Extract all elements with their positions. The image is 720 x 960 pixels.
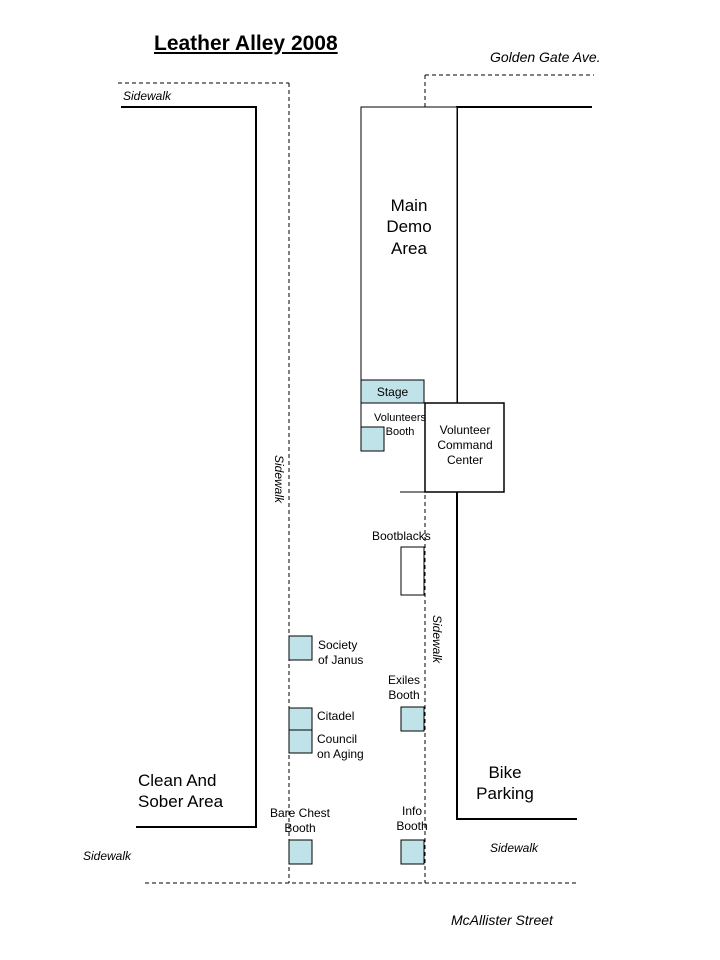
volunteer-command-center-label: Volunteer Command Center (437, 423, 493, 467)
mcallister-street-label: McAllister Street (451, 912, 553, 928)
society-of-janus-label: Society of Janus (318, 638, 364, 667)
sidewalk-label-bottom-left: Sidewalk (83, 849, 132, 863)
sidewalk-label-top-left: Sidewalk (123, 89, 172, 103)
sidewalk-label-bottom-right: Sidewalk (490, 841, 539, 855)
citadel-booth (288, 707, 313, 731)
info-booth (400, 839, 425, 865)
right-building-lower-line (456, 492, 577, 820)
council-on-aging-label: Council on Aging (317, 732, 364, 761)
bootblacks-label: Bootblacks (372, 529, 431, 543)
stage (360, 379, 425, 404)
society-of-janus-booth (288, 635, 313, 661)
solid-boundaries (121, 106, 592, 828)
clean-and-sober-area-label: Clean And Sober Area (138, 771, 224, 812)
left-building-line (121, 106, 257, 828)
volunteers-booth-label: Volunteers Booth (374, 412, 426, 438)
bike-parking-label: Bike Parking (476, 763, 534, 804)
volunteer-command-center (424, 402, 505, 493)
bootblacks-stand (400, 546, 425, 596)
stage-label: Stage (376, 385, 409, 399)
sidewalk-label-left-vertical: Sidewalk (272, 454, 286, 504)
info-booth-label: Info Booth (396, 804, 428, 833)
bare-chest-booth-label: Bare Chest Booth (269, 806, 331, 835)
golden-gate-ave-label: Golden Gate Ave. (490, 49, 601, 65)
sidewalk-label-right-vertical: Sidewalk (430, 614, 444, 664)
main-demo-area (360, 106, 458, 404)
exiles-booth (400, 706, 425, 732)
bare-chest-booth (288, 839, 313, 865)
volunteers-booth (360, 426, 385, 452)
map-title: Leather Alley 2008 (154, 32, 338, 55)
main-demo-area-label: Main Demo Area (386, 196, 432, 258)
council-on-aging-booth (288, 729, 313, 754)
citadel-label: Citadel (317, 709, 355, 723)
right-building-line (456, 106, 592, 403)
exiles-booth-label: Exiles Booth (387, 673, 420, 702)
